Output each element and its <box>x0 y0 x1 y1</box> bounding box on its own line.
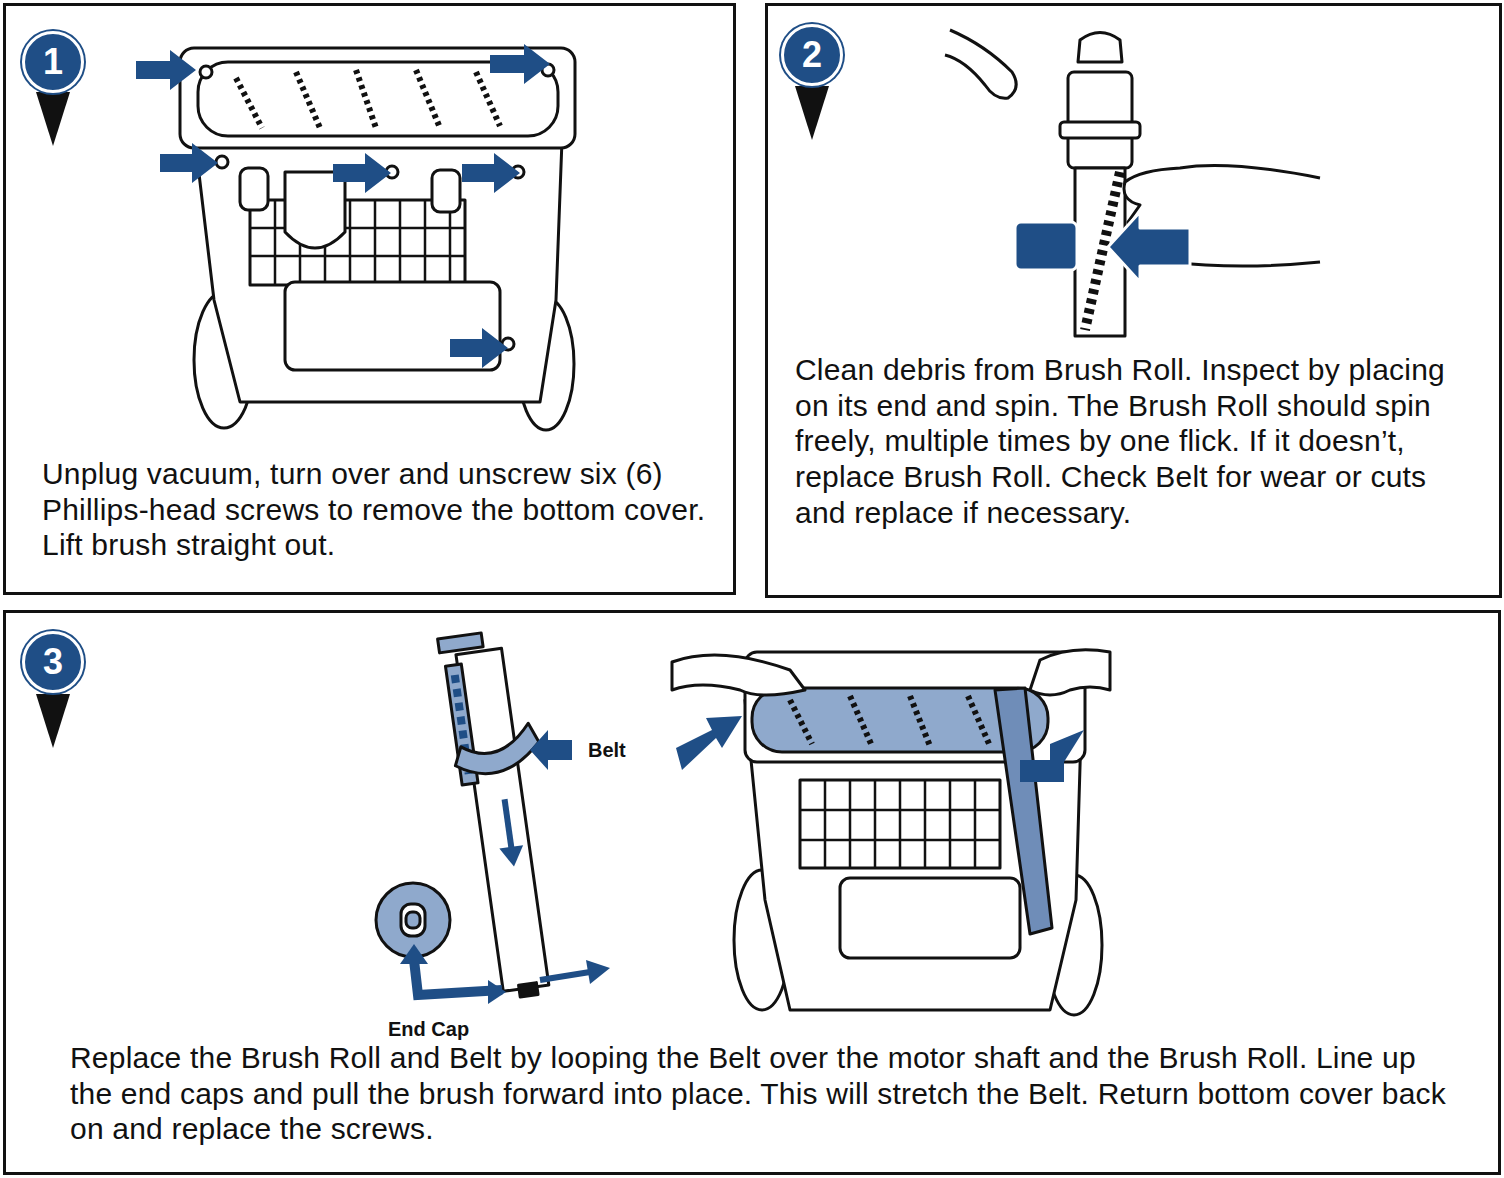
step-number-text: 2 <box>802 37 822 73</box>
instruction-text: Clean debris from Brush Roll. Inspect by… <box>795 352 1465 530</box>
instruction-text: Replace the Brush Roll and Belt by loopi… <box>70 1040 1450 1147</box>
step-number-text: 3 <box>43 644 63 680</box>
push-arrows <box>676 716 1084 782</box>
belt-arrow <box>530 730 572 770</box>
step-number: 1 <box>22 31 84 93</box>
install-arrows <box>400 944 610 1004</box>
step-triangle <box>795 86 829 140</box>
brush-roll-belt <box>438 627 574 1001</box>
step-panel: Unplug vacuum, turn over and unscrew six… <box>3 3 736 595</box>
step-number: 2 <box>781 24 843 86</box>
vacuum-underside <box>180 48 575 430</box>
step-triangle <box>36 694 70 748</box>
part-label: End Cap <box>386 1018 471 1040</box>
instruction-text: Unplug vacuum, turn over and unscrew six… <box>42 456 722 563</box>
step-panel: Replace the Brush Roll and Belt by loopi… <box>3 610 1501 1175</box>
step-panel: Clean debris from Brush Roll. Inspect by… <box>765 3 1502 598</box>
step-triangle <box>36 92 70 146</box>
brush-spin <box>945 30 1320 336</box>
part-label: Belt <box>586 739 628 761</box>
step-number: 3 <box>22 631 84 693</box>
vacuum-installed <box>672 650 1110 1015</box>
screw-arrows <box>136 44 550 368</box>
step-number-text: 1 <box>43 44 63 80</box>
